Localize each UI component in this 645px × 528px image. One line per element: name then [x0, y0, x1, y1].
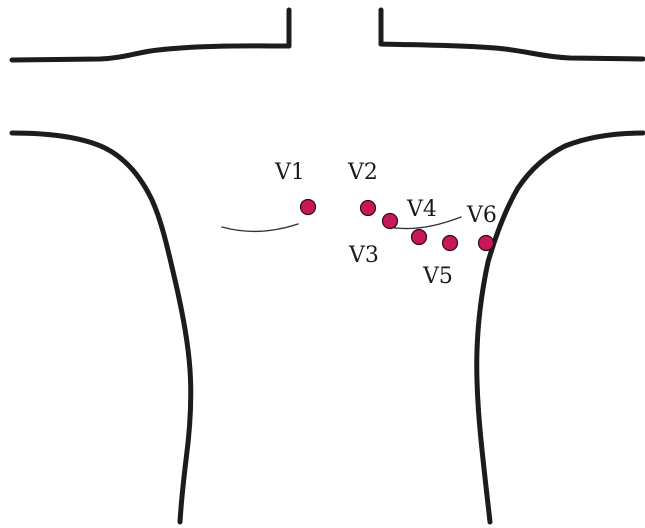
label-v1: V1 — [274, 160, 305, 185]
left-torso-outline — [12, 133, 191, 522]
electrode-v3 — [383, 214, 398, 229]
electrode-v1 — [301, 200, 316, 215]
left-nipple-line — [222, 224, 298, 232]
electrode-v2 — [361, 201, 376, 216]
label-v6: V6 — [466, 203, 497, 228]
left-shoulder-outline — [12, 46, 289, 60]
right-torso-outline — [477, 133, 643, 522]
label-v2: V2 — [347, 160, 378, 185]
label-v4: V4 — [406, 197, 437, 222]
electrode-v6 — [479, 236, 494, 251]
electrode-v4 — [412, 230, 427, 245]
right-shoulder-outline — [381, 44, 643, 59]
label-v5: V5 — [422, 264, 453, 289]
electrode-v5 — [443, 236, 458, 251]
label-v3: V3 — [348, 243, 379, 268]
